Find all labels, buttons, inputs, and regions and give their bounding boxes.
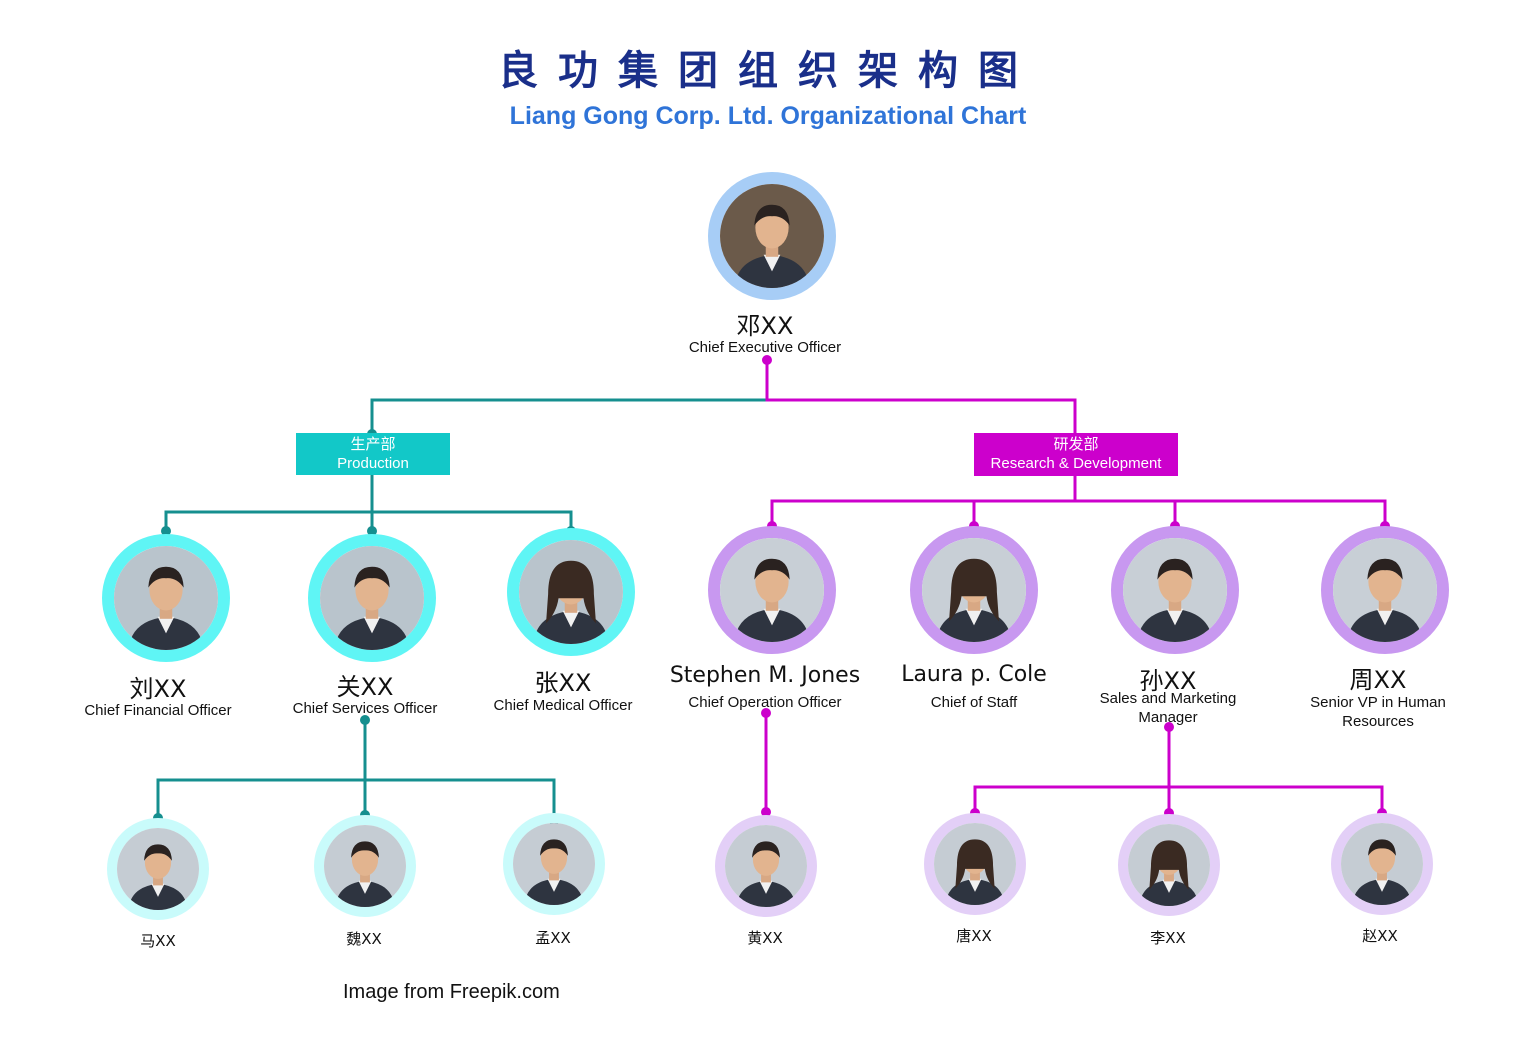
woman-portrait-icon <box>519 540 623 644</box>
ceo-avatar <box>708 172 836 300</box>
production-officer-avatar <box>308 534 436 662</box>
chart-title-english: Liang Gong Corp. Ltd. Organizational Cha… <box>509 102 1027 130</box>
production-officer-name: 张XX <box>534 669 592 697</box>
rd-officer-role: Chief of Staff <box>930 694 1018 711</box>
man-portrait-icon <box>720 184 824 288</box>
image-credit: Image from Freepik.com <box>343 981 560 1003</box>
rd-officer-role: Chief Operation Officer <box>688 694 842 711</box>
department-name-chinese: 生产部 <box>350 436 396 453</box>
production-officer-role: Chief Medical Officer <box>493 697 633 714</box>
staff-name: 李XX <box>1150 929 1186 947</box>
man-portrait-icon <box>1333 538 1437 642</box>
rd-officer-avatar <box>910 526 1038 654</box>
man-portrait-icon <box>114 546 218 650</box>
woman-portrait-icon <box>934 823 1016 905</box>
staff-name: 马XX <box>140 932 176 950</box>
rd-officer-avatar <box>1321 526 1449 654</box>
woman-portrait-icon <box>1128 824 1210 906</box>
sales-source-dot <box>1164 722 1174 732</box>
department-name-english: Research & Development <box>990 455 1162 472</box>
staff-name: 魏XX <box>346 930 382 948</box>
man-portrait-icon <box>725 825 807 907</box>
rd-officer-name: Laura p. Cole <box>901 662 1047 687</box>
rd-officer-name: Stephen M. Jones <box>669 663 861 688</box>
staff-avatar <box>107 818 209 920</box>
man-portrait-icon <box>320 546 424 650</box>
sales-branch-line <box>973 785 1384 812</box>
rd-department-box: 研发部 Research & Development <box>974 433 1178 476</box>
rd-branch-line <box>770 499 1387 526</box>
man-portrait-icon <box>513 823 595 905</box>
production-officer-name: 刘XX <box>129 675 187 703</box>
ceo-to-rd-line <box>765 357 1077 433</box>
staff-avatar <box>924 813 1026 915</box>
operation-staff-dot <box>761 807 771 817</box>
rd-officer-name: 周XX <box>1349 666 1407 694</box>
production-officer-role: Chief Services Officer <box>292 700 438 717</box>
ceo-role: Chief Executive Officer <box>688 339 842 356</box>
man-portrait-icon <box>1341 823 1423 905</box>
staff-avatar <box>715 815 817 917</box>
staff-name: 孟XX <box>535 929 571 947</box>
production-officer-role: Chief Financial Officer <box>84 702 232 719</box>
chart-title-chinese: 良功集团组织架构图 <box>498 48 1038 94</box>
staff-avatar <box>503 813 605 915</box>
rd-officer-name: 孙XX <box>1139 667 1197 695</box>
rd-officer-avatar <box>708 526 836 654</box>
staff-name: 黄XX <box>747 929 783 947</box>
production-officer-dot <box>161 526 171 536</box>
production-branch-line <box>164 510 573 531</box>
man-portrait-icon <box>1123 538 1227 642</box>
woman-portrait-icon <box>922 538 1026 642</box>
man-portrait-icon <box>720 538 824 642</box>
services-source-dot <box>360 715 370 725</box>
ceo-connector-dot <box>762 355 772 365</box>
man-portrait-icon <box>324 825 406 907</box>
production-officer-name: 关XX <box>336 673 394 701</box>
staff-name: 唐XX <box>956 927 992 945</box>
department-name-chinese: 研发部 <box>1053 436 1099 453</box>
staff-avatar <box>1331 813 1433 915</box>
rd-officer-role: Senior VP in Human Resources <box>1310 694 1446 730</box>
staff-name: 赵XX <box>1362 927 1398 945</box>
production-officer-dot <box>367 526 377 536</box>
rd-officer-avatar <box>1111 526 1239 654</box>
department-name-english: Production <box>337 455 409 472</box>
ceo-to-production-line <box>370 357 769 433</box>
operation-source-dot <box>761 708 771 718</box>
staff-avatar <box>1118 814 1220 916</box>
rd-officer-role: Sales and Marketing Manager <box>1099 690 1237 726</box>
ceo-name: 邓XX <box>736 312 794 340</box>
production-officer-avatar <box>102 534 230 662</box>
production-department-box: 生产部 Production <box>296 433 450 475</box>
services-branch-line <box>156 778 556 826</box>
man-portrait-icon <box>117 828 199 910</box>
staff-avatar <box>314 815 416 917</box>
production-officer-avatar <box>507 528 635 656</box>
